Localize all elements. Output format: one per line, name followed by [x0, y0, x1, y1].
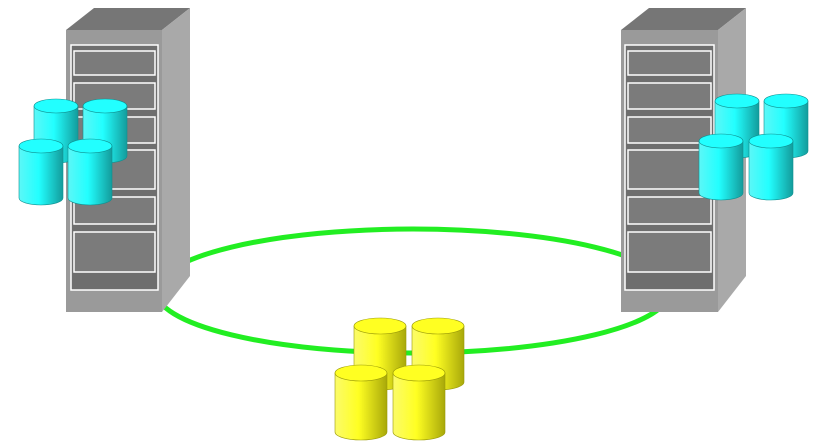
disk-icon — [748, 133, 794, 201]
drive-bay — [627, 82, 712, 110]
shared-storage-group — [334, 317, 465, 441]
disk-icon — [392, 364, 446, 441]
server-side-face — [162, 8, 190, 312]
local-disk-group-right — [698, 93, 809, 201]
drive-bay — [627, 149, 712, 190]
disk-icon — [67, 138, 113, 206]
server-top-face — [66, 8, 190, 30]
local-disk-group-left — [18, 98, 128, 206]
drive-bay — [73, 50, 156, 76]
disk-icon — [18, 138, 64, 206]
drive-bay — [627, 196, 712, 225]
drive-bay — [73, 231, 156, 273]
server-top-face — [621, 8, 746, 30]
drive-bay — [627, 50, 712, 76]
disk-icon — [334, 364, 388, 441]
drive-bay — [627, 116, 712, 144]
disk-icon — [698, 133, 744, 201]
drive-bay — [627, 231, 712, 273]
